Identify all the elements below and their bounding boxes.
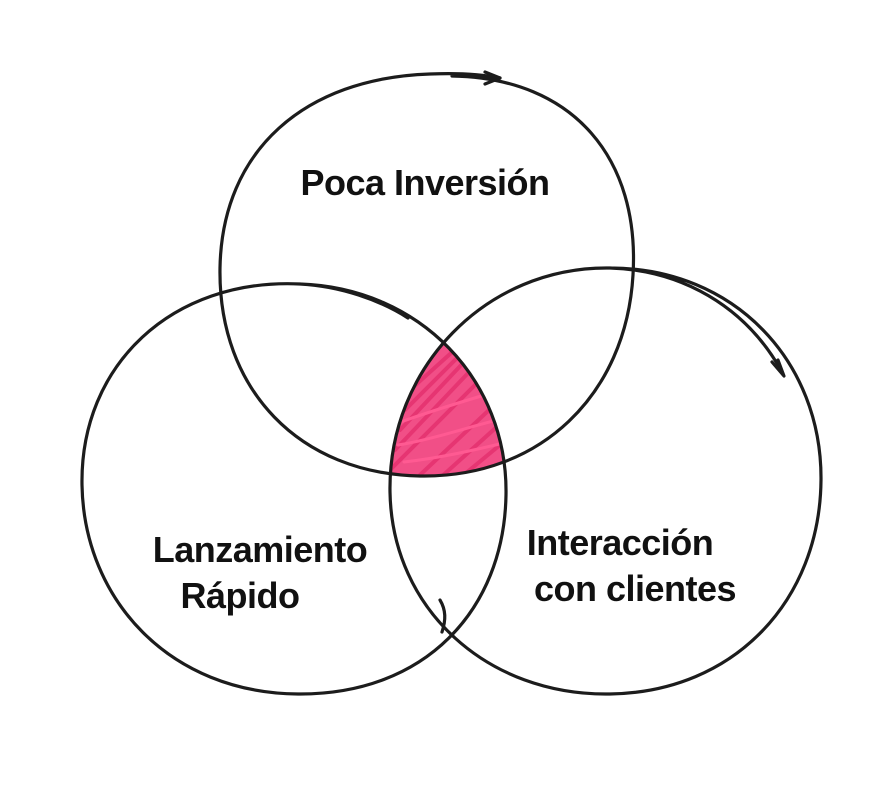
set-label-line: con clientes — [533, 568, 737, 609]
circle-left — [80, 282, 508, 696]
set-label-line: Lanzamiento — [152, 529, 368, 570]
circle-top — [218, 70, 636, 478]
set-label-line: Rápido — [180, 575, 301, 616]
set-label-poca-inversion: Poca Inversión — [250, 160, 600, 206]
set-label-lanzamiento-rapido: Lanzamiento Rápido — [110, 527, 410, 619]
intersection-highlight — [389, 340, 507, 477]
set-label-interaccion-clientes: Interacción con clientes — [480, 520, 790, 612]
set-label-line: Poca Inversión — [300, 162, 550, 203]
circle-right — [388, 266, 823, 696]
set-label-line: Interacción — [526, 522, 714, 563]
